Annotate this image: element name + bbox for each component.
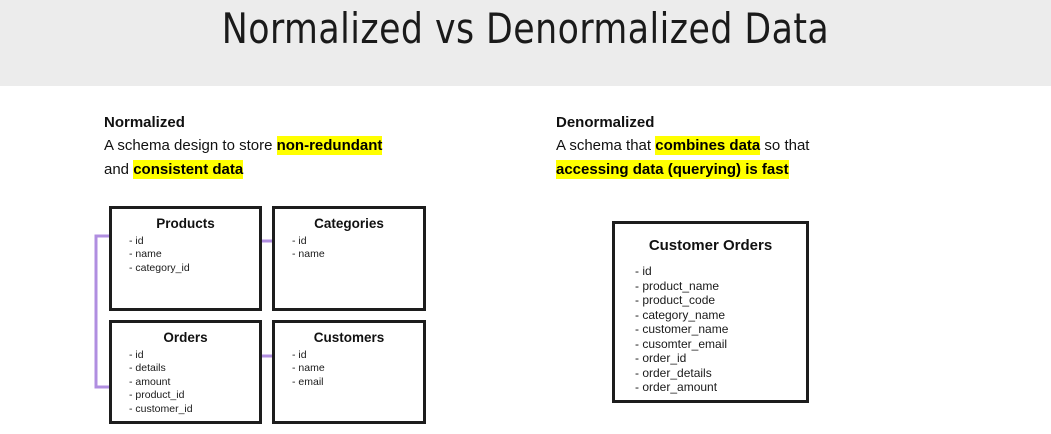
field-item: - cusomter_email [635, 336, 728, 351]
denormalized-highlight-2: accessing data (querying) is fast [556, 160, 789, 179]
field-item: - id [129, 349, 144, 361]
field-list-orders: - id - details - amount - product_id - c… [112, 349, 259, 416]
normalized-highlight-1: non-redundant [276, 136, 383, 155]
field-item: - details [129, 362, 166, 375]
entity-box-customer-orders: Customer Orders - id - product_name - pr… [612, 221, 809, 403]
field-list-customers: - id - name - email [275, 349, 423, 389]
denormalized-desc-text-2: so that [760, 137, 810, 154]
normalized-heading: Normalized [104, 114, 185, 131]
entity-box-products: Products - id - name - category_id [109, 206, 262, 311]
field-item: - order_amount [635, 380, 718, 394]
field-item: - product_name [635, 278, 720, 293]
field-item: - id [292, 349, 307, 361]
normalized-desc-text-1: A schema design to store [104, 137, 277, 154]
field-item: - product_id [129, 389, 185, 402]
field-item: - email [292, 375, 324, 388]
entity-title-orders: Orders [163, 330, 208, 345]
field-item: - id [129, 235, 144, 247]
field-list-products: - id - name - category_id [112, 235, 259, 275]
field-item: - name [129, 248, 162, 261]
entity-box-customers: Customers - id - name - email [272, 320, 426, 424]
field-item: - id [635, 264, 652, 278]
field-item: - name [292, 248, 325, 261]
normalized-highlight-2: consistent data [133, 160, 244, 179]
denormalized-highlight-1: combines data [655, 136, 761, 155]
field-item: - category_name [635, 307, 726, 322]
field-item: - amount [129, 375, 171, 388]
slide-header-band [0, 0, 1051, 86]
denormalized-description: A schema that combines data so that acce… [556, 134, 976, 182]
field-item: - name [292, 362, 325, 375]
page-title: Normalized vs Denormalized Data [221, 4, 830, 53]
field-item: - product_code [635, 293, 716, 307]
normalized-column: Normalized A schema design to store non-… [104, 112, 534, 182]
field-item: - order_id [635, 351, 687, 365]
entity-box-categories: Categories - id - name [272, 206, 426, 311]
field-item: - customer_id [129, 402, 193, 415]
normalized-description: A schema design to store non-redundant a… [104, 134, 534, 182]
denormalized-column: Denormalized A schema that combines data… [556, 112, 976, 182]
field-item: - customer_name [635, 322, 729, 336]
field-item: - id [292, 235, 307, 247]
entity-title-categories: Categories [314, 216, 384, 231]
entity-title-customers: Customers [313, 330, 385, 345]
field-list-categories: - id - name [275, 235, 423, 262]
entity-title-customer-orders: Customer Orders [648, 237, 773, 254]
denormalized-desc-text-1: A schema that [556, 137, 656, 154]
field-item: - category_id [129, 261, 190, 274]
field-list-customer-orders: - id - product_name - product_code - cat… [615, 264, 806, 395]
field-item: - order_details [635, 365, 712, 380]
normalized-desc-text-2: and [104, 161, 134, 178]
entity-title-products: Products [156, 216, 215, 231]
entity-box-orders: Orders - id - details - amount - product… [109, 320, 262, 424]
denormalized-heading: Denormalized [556, 114, 655, 131]
